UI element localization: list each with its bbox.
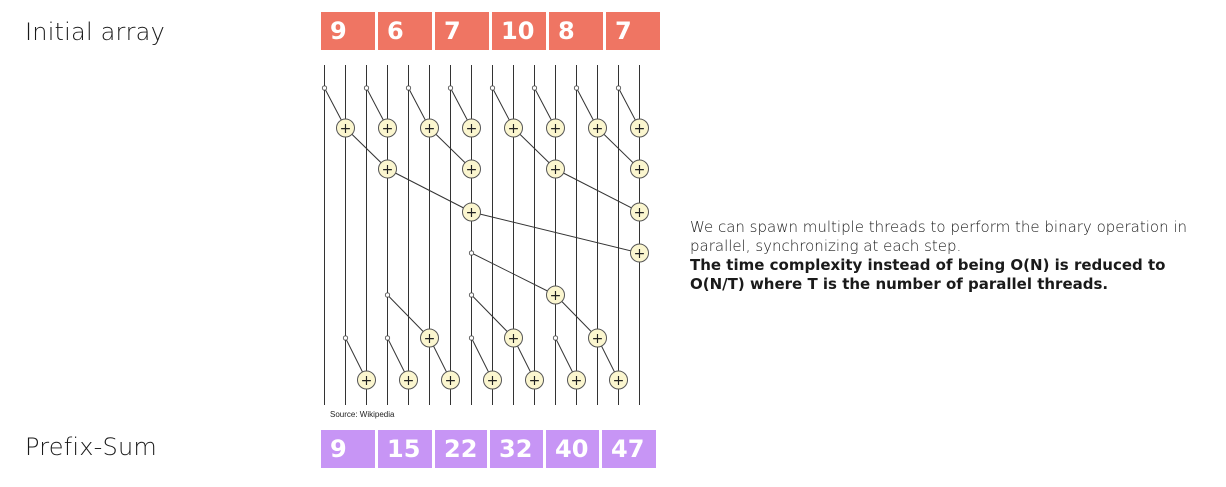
prefix-sum-cell: 9: [321, 430, 375, 468]
tap-dot: [573, 85, 580, 91]
prefix-sum-cell: 15: [378, 430, 432, 468]
plus-operator-symbol: +: [550, 288, 562, 304]
plus-operator-node: [420, 118, 439, 138]
tap-dot: [468, 335, 475, 341]
tap-dot: [615, 85, 622, 91]
prefix-sum-cell: 32: [490, 430, 543, 468]
initial-array-cell: 8: [549, 12, 603, 50]
connector-line: [555, 294, 598, 339]
plus-operator-node: [546, 118, 565, 138]
plus-operator-symbol: +: [634, 121, 646, 137]
plus-operator-node: [462, 118, 481, 138]
plus-operator-node: [357, 370, 376, 390]
plus-operator-node: [420, 328, 439, 348]
plus-operator-node: [504, 328, 523, 348]
prefix-sum-label: Prefix-Sum: [25, 433, 157, 461]
initial-array-cell: 9: [321, 12, 375, 50]
plus-operator-node: [378, 118, 397, 138]
description-line-1: We can spawn multiple threads to perform…: [690, 218, 1188, 255]
connector-line: [471, 211, 640, 254]
plus-operator-node: [630, 202, 649, 222]
plus-operator-symbol: +: [634, 205, 646, 221]
plus-operator-symbol: +: [508, 121, 520, 137]
plus-operator-symbol: +: [424, 121, 436, 137]
plus-operator-symbol: +: [613, 373, 625, 389]
plus-operator-symbol: +: [340, 121, 352, 137]
tap-dot: [531, 85, 538, 91]
plus-operator-symbol: +: [424, 331, 436, 347]
tap-dot: [489, 85, 496, 91]
plus-operator-node: [609, 370, 628, 390]
tap-dot: [342, 335, 349, 341]
plus-operator-node: [546, 285, 565, 305]
tap-dot: [363, 85, 370, 91]
prefix-sum-cell: 22: [435, 430, 487, 468]
initial-array-cell: 7: [606, 12, 660, 50]
prefix-sum-cell: 47: [602, 430, 656, 468]
plus-operator-symbol: +: [382, 121, 394, 137]
tap-dot: [468, 292, 475, 298]
plus-operator-symbol: +: [466, 162, 478, 178]
connector-line: [513, 127, 556, 170]
plus-operator-node: [441, 370, 460, 390]
connector-line: [471, 252, 556, 296]
plus-operator-node: [525, 370, 544, 390]
plus-operator-symbol: +: [445, 373, 457, 389]
tap-dot: [321, 85, 328, 91]
plus-operator-symbol: +: [361, 373, 373, 389]
description-line-2: The time complexity instead of being O(N…: [690, 256, 1166, 293]
plus-operator-symbol: +: [487, 373, 499, 389]
plus-operator-symbol: +: [529, 373, 541, 389]
tap-dot: [447, 85, 454, 91]
plus-operator-symbol: +: [571, 373, 583, 389]
plus-operator-symbol: +: [634, 162, 646, 178]
connector-line: [387, 168, 472, 213]
prefix-sum-row: 9 15 22 32 40 47: [321, 430, 656, 468]
initial-array-cell: 10: [492, 12, 546, 50]
plus-operator-node: [588, 328, 607, 348]
plus-operator-symbol: +: [550, 162, 562, 178]
plus-operator-symbol: +: [382, 162, 394, 178]
connector-line: [345, 127, 388, 170]
plus-operator-node: [483, 370, 502, 390]
connector-line: [387, 294, 430, 339]
tap-dot: [405, 85, 412, 91]
plus-operator-node: [378, 159, 397, 179]
plus-operator-node: [588, 118, 607, 138]
plus-operator-symbol: +: [550, 121, 562, 137]
description: We can spawn multiple threads to perform…: [690, 218, 1210, 294]
plus-operator-symbol: +: [592, 331, 604, 347]
tap-dot: [384, 335, 391, 341]
plus-operator-node: [630, 118, 649, 138]
plus-operator-node: [399, 370, 418, 390]
plus-operator-node: [630, 159, 649, 179]
plus-operator-symbol: +: [466, 121, 478, 137]
connector-line: [597, 127, 640, 170]
plus-operator-node: [336, 118, 355, 138]
connector-line: [429, 127, 472, 170]
tap-dot: [468, 250, 475, 256]
plus-operator-symbol: +: [403, 373, 415, 389]
plus-operator-symbol: +: [592, 121, 604, 137]
prefix-sum-network-diagram: + + + + + + + + + + + + + + + + + + + + + + + + + +: [321, 65, 649, 405]
prefix-sum-cell: 40: [546, 430, 599, 468]
connector-line: [555, 168, 640, 213]
plus-operator-node: [567, 370, 586, 390]
plus-operator-symbol: +: [508, 331, 520, 347]
plus-operator-node: [462, 202, 481, 222]
tap-dot: [384, 292, 391, 298]
plus-operator-symbol: +: [466, 205, 478, 221]
initial-array-cell: 7: [435, 12, 489, 50]
plus-operator-node: [504, 118, 523, 138]
source-caption: Source: Wikipedia: [330, 410, 395, 419]
tap-dot: [552, 335, 559, 341]
plus-operator-symbol: +: [634, 246, 646, 262]
plus-operator-node: [630, 243, 649, 263]
initial-array-row: 9 6 7 10 8 7: [321, 12, 663, 50]
plus-operator-node: [462, 159, 481, 179]
initial-array-cell: 6: [378, 12, 432, 50]
connector-line: [471, 294, 514, 339]
initial-array-label: Initial array: [25, 18, 165, 46]
plus-operator-node: [546, 159, 565, 179]
